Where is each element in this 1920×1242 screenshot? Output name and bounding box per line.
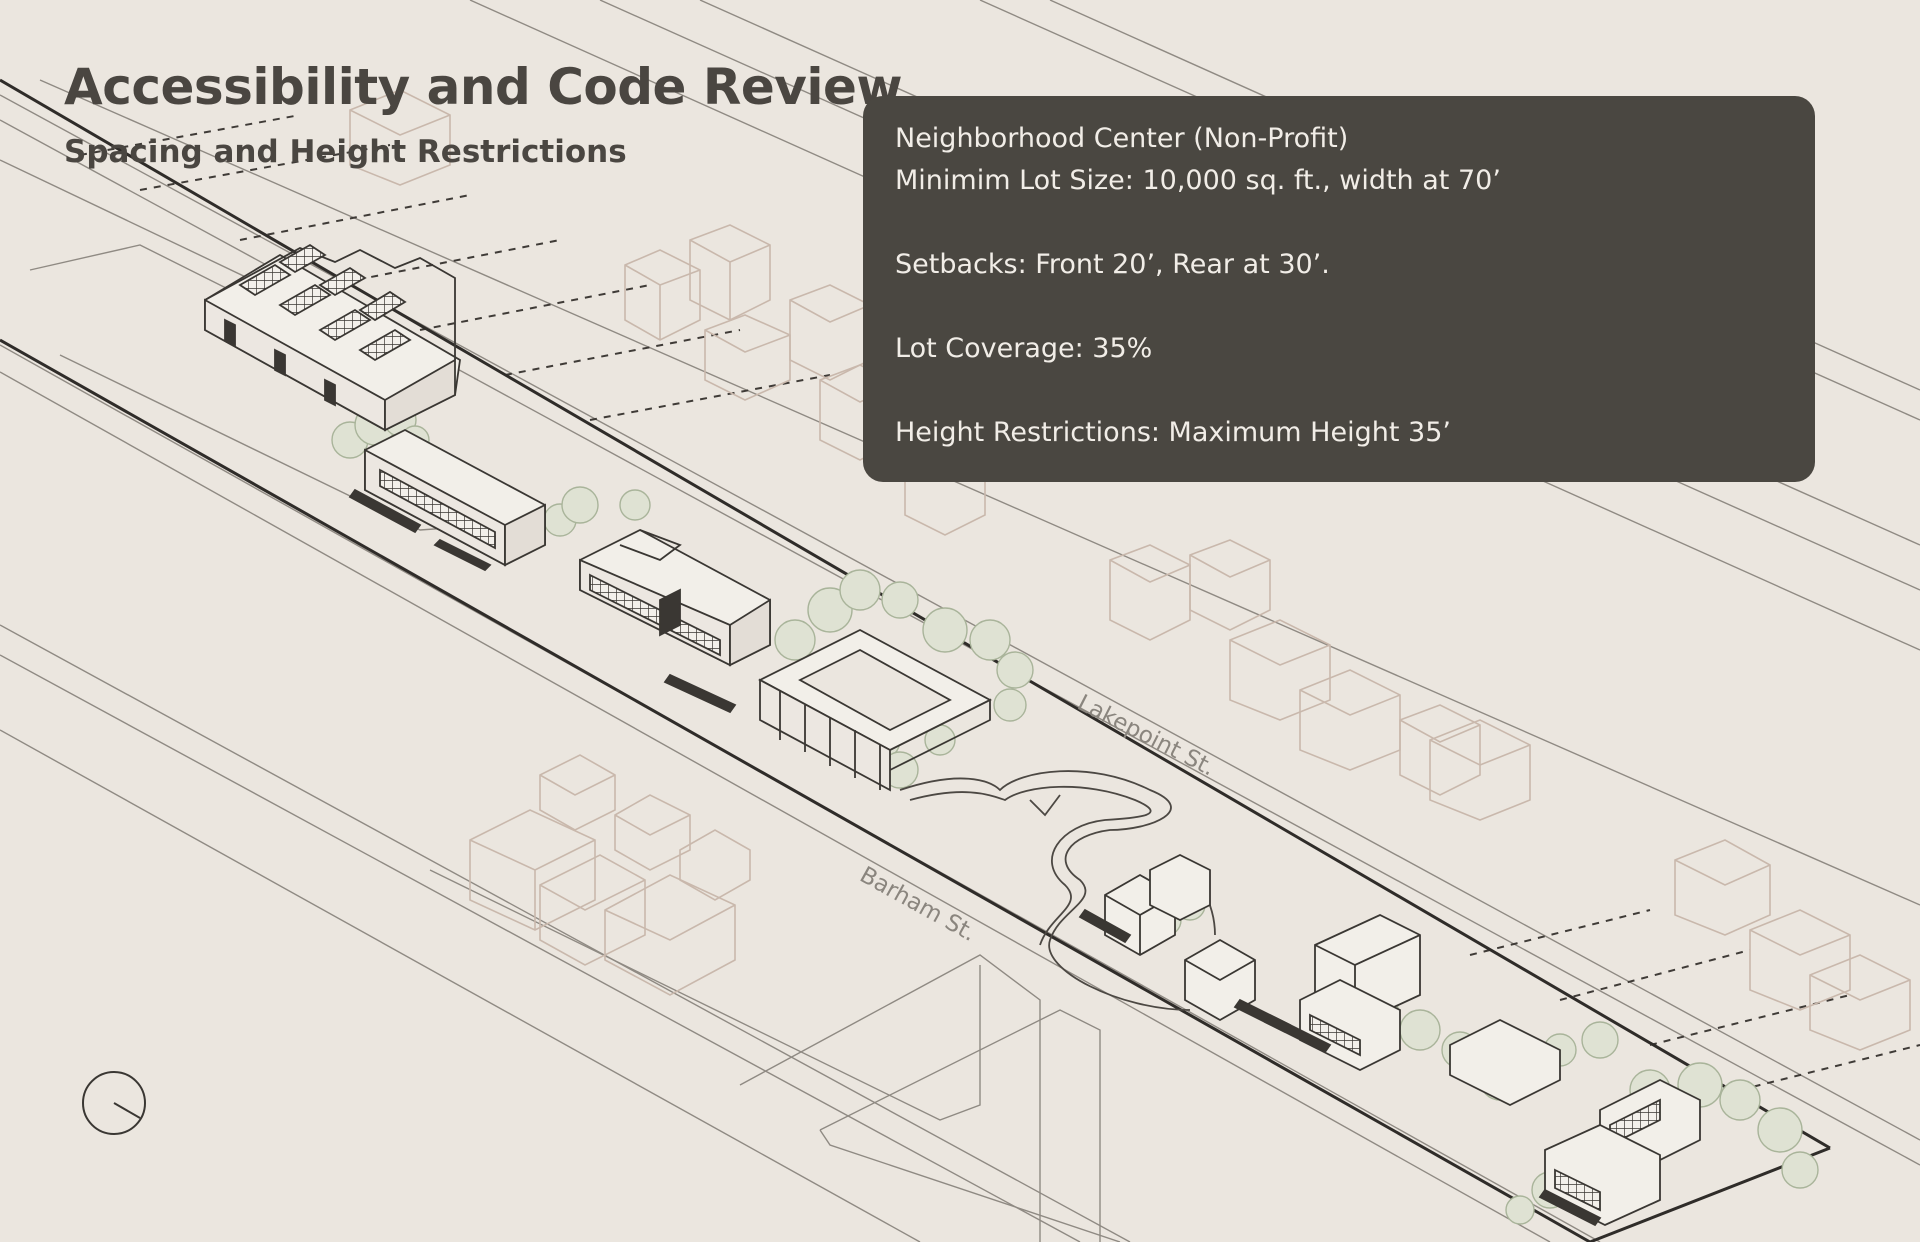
landscape-path bbox=[899, 770, 1216, 1011]
building-workshops bbox=[1263, 914, 1701, 1227]
building-gallery bbox=[348, 428, 546, 572]
info-setbacks: Setbacks: Front 20’, Rear at 30’. bbox=[895, 249, 1330, 280]
building-courtyard-pavilion bbox=[758, 628, 992, 792]
building-cottages bbox=[1078, 853, 1292, 1034]
info-lot-coverage: Lot Coverage: 35% bbox=[895, 333, 1153, 364]
neighbor-blocks bbox=[469, 754, 751, 996]
building-studio bbox=[579, 528, 771, 714]
page-title: Accessibility and Code Review bbox=[64, 58, 903, 116]
building-solar-roof bbox=[204, 243, 461, 432]
info-lot-size: Minimim Lot Size: 10,000 sq. ft., width … bbox=[895, 165, 1501, 196]
info-height-restrictions: Height Restrictions: Maximum Height 35’ bbox=[895, 417, 1451, 448]
page-subtitle: Spacing and Height Restrictions bbox=[64, 134, 627, 170]
info-use-type: Neighborhood Center (Non-Profit) bbox=[895, 123, 1349, 154]
vegetation bbox=[331, 403, 1819, 1225]
zoning-info-box: Neighborhood Center (Non-Profit) Minimim… bbox=[863, 96, 1815, 482]
north-arrow-icon bbox=[82, 1071, 146, 1135]
